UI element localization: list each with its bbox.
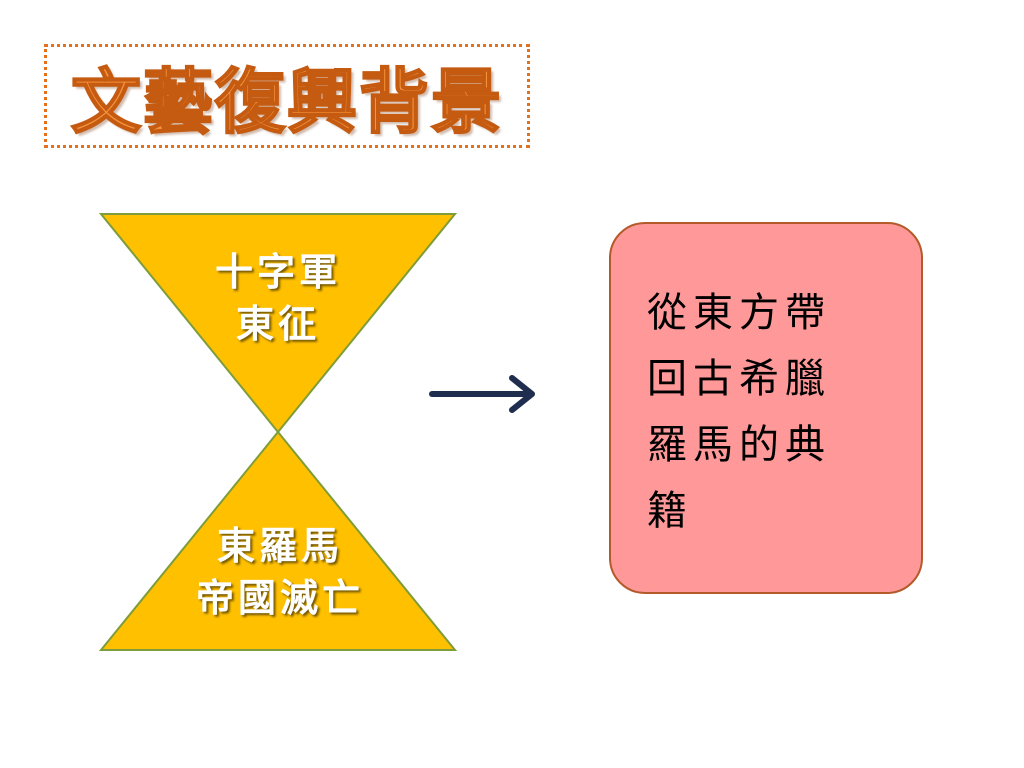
slide-title: 文藝復興背景: [70, 60, 503, 144]
top-label-line-1: 十字軍: [214, 249, 341, 294]
result-line-4: 籍: [647, 488, 693, 534]
result-text: 從東方帶 回古希臘 羅馬的典 籍: [647, 280, 887, 544]
top-triangle: [98, 213, 458, 434]
top-label-line-2: 東征: [235, 301, 320, 346]
top-triangle-label: 十字軍 東征: [178, 246, 378, 350]
arrow-head: [509, 375, 535, 413]
result-line-1: 從東方帶: [647, 290, 831, 336]
right-arrow-icon: [429, 375, 535, 413]
title-box: 文藝復興背景: [44, 44, 530, 148]
result-line-3: 羅馬的典: [647, 422, 831, 468]
bottom-label-line-2: 帝國滅亡: [195, 575, 364, 620]
bottom-triangle-label: 東羅馬 帝國滅亡: [160, 520, 400, 624]
bottom-triangle: [98, 430, 458, 651]
result-box: 從東方帶 回古希臘 羅馬的典 籍: [609, 222, 923, 594]
result-line-2: 回古希臘: [647, 356, 831, 402]
bottom-label-line-1: 東羅馬: [216, 523, 343, 568]
